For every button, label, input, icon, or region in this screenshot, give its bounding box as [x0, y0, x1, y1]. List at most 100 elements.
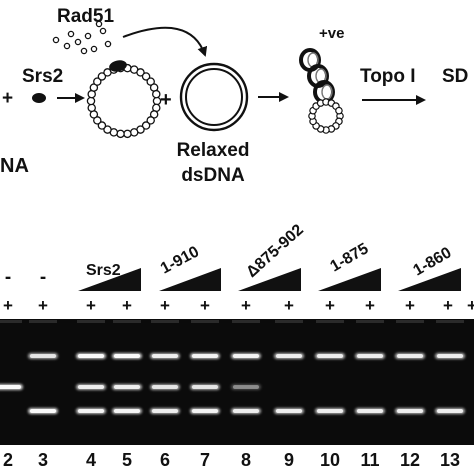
- gel-band: [78, 354, 104, 358]
- plus-sign: +: [443, 296, 453, 315]
- plus-sign: +: [405, 296, 415, 315]
- dna-bead: [93, 77, 102, 86]
- gel-band: [30, 409, 56, 413]
- relaxed-dsdna-outer: [179, 62, 249, 132]
- rad51-monomers: [52, 20, 112, 55]
- gel-band: [152, 385, 178, 389]
- small-coated-circle: [308, 98, 344, 134]
- rad51-monomer: [67, 30, 75, 38]
- gel-well: [151, 320, 179, 323]
- dna-bead: [86, 96, 96, 106]
- wedge-delta875-902: [238, 268, 301, 291]
- lane-number: 6: [160, 450, 170, 470]
- lane-number: 2: [3, 450, 13, 470]
- rad51-monomer: [104, 40, 112, 48]
- gel-band: [192, 385, 218, 389]
- plus-sign: +: [38, 296, 48, 315]
- wedge-1-910: [159, 268, 221, 291]
- lane-number: 10: [320, 450, 340, 470]
- plus-sign: +: [160, 296, 170, 315]
- middle-plus-sign: +: [160, 89, 172, 111]
- schematic: + NA Srs2 Rad51 + Relaxed dsDNA +ve: [0, 6, 468, 186]
- srs2-protein-icon: [32, 93, 46, 103]
- plus-sign: +: [122, 296, 132, 315]
- left-plus-sign: +: [2, 88, 13, 109]
- minus-label-lane2: -: [5, 267, 11, 288]
- gel-band: [152, 354, 178, 358]
- dna-label: NA: [0, 155, 29, 177]
- gel-band: [233, 409, 259, 413]
- plus-sign: +: [3, 296, 13, 315]
- gel-band: [317, 354, 343, 358]
- gel-well: [191, 320, 219, 323]
- sds-label: SD: [442, 66, 468, 87]
- lane-number: 5: [122, 450, 132, 470]
- gel-well: [113, 320, 141, 323]
- positive-supercoil-label: +ve: [319, 25, 344, 42]
- gel-well: [396, 320, 424, 323]
- gel-band: [437, 409, 463, 413]
- gel-well: [77, 320, 105, 323]
- dna-bead: [97, 121, 107, 130]
- group-label-srs2: Srs2: [86, 262, 121, 279]
- gel-well: [232, 320, 260, 323]
- gel-band: [78, 409, 104, 413]
- lane-number: 11: [360, 450, 379, 470]
- gel-band: [437, 354, 463, 358]
- gel-band: [397, 409, 423, 413]
- plus-sign: +: [365, 296, 375, 315]
- rad51-coated-circle: [86, 63, 162, 139]
- gel-band: [192, 354, 218, 358]
- lane-number: 12: [400, 450, 420, 470]
- plus-sign: +: [241, 296, 251, 315]
- gel-well: [316, 320, 344, 323]
- rad51-monomer: [74, 38, 82, 46]
- lane-number: 7: [200, 450, 210, 470]
- dna-bead: [146, 116, 155, 125]
- rad51-label: Rad51: [57, 6, 114, 27]
- gel-band: [276, 409, 302, 413]
- rad51-monomer: [90, 45, 98, 53]
- plus-sign: +: [200, 296, 210, 315]
- lane-number: 9: [284, 450, 294, 470]
- wedge-1-860: [398, 268, 461, 291]
- gel-band-glow: [231, 384, 261, 390]
- gel-band: [397, 354, 423, 358]
- dna-bead: [87, 103, 96, 113]
- gel-band: [233, 385, 259, 389]
- plus-sign: +: [467, 296, 474, 315]
- gel-well: [0, 320, 22, 323]
- dna-bead: [129, 128, 139, 137]
- topo-label: Topo I: [360, 66, 416, 87]
- rad51-monomer: [63, 42, 71, 50]
- relaxed-dsdna-inner: [185, 68, 243, 126]
- rad51-monomer: [99, 27, 107, 35]
- plus-sign: +: [284, 296, 294, 315]
- gel-well: [29, 320, 57, 323]
- dna-bead: [97, 72, 107, 81]
- dna-bead: [335, 106, 343, 115]
- srs2-on-circle-icon: [109, 60, 127, 72]
- plus-sign: +: [86, 296, 96, 315]
- srs2-label: Srs2: [22, 66, 63, 87]
- gel-band: [114, 354, 140, 358]
- dna-bead: [141, 72, 151, 81]
- dna-bead: [123, 129, 132, 139]
- dna-bead: [141, 121, 151, 130]
- dna-bead: [152, 89, 161, 99]
- gel-band: [78, 385, 104, 389]
- lane-number: 13: [440, 450, 460, 470]
- gel-band: [192, 409, 218, 413]
- rad51-monomer: [80, 47, 88, 55]
- gel-well: [275, 320, 303, 323]
- group-label-1-875: 1-875: [328, 240, 372, 275]
- dsdna-label: dsDNA: [181, 165, 245, 186]
- plus-sign: +: [325, 296, 335, 315]
- gel-bands: [0, 353, 465, 414]
- gel-band: [357, 354, 383, 358]
- gel-band: [114, 409, 140, 413]
- gel-wells: [0, 320, 464, 323]
- gel-band: [152, 409, 178, 413]
- supercoiled-dna: [299, 48, 335, 104]
